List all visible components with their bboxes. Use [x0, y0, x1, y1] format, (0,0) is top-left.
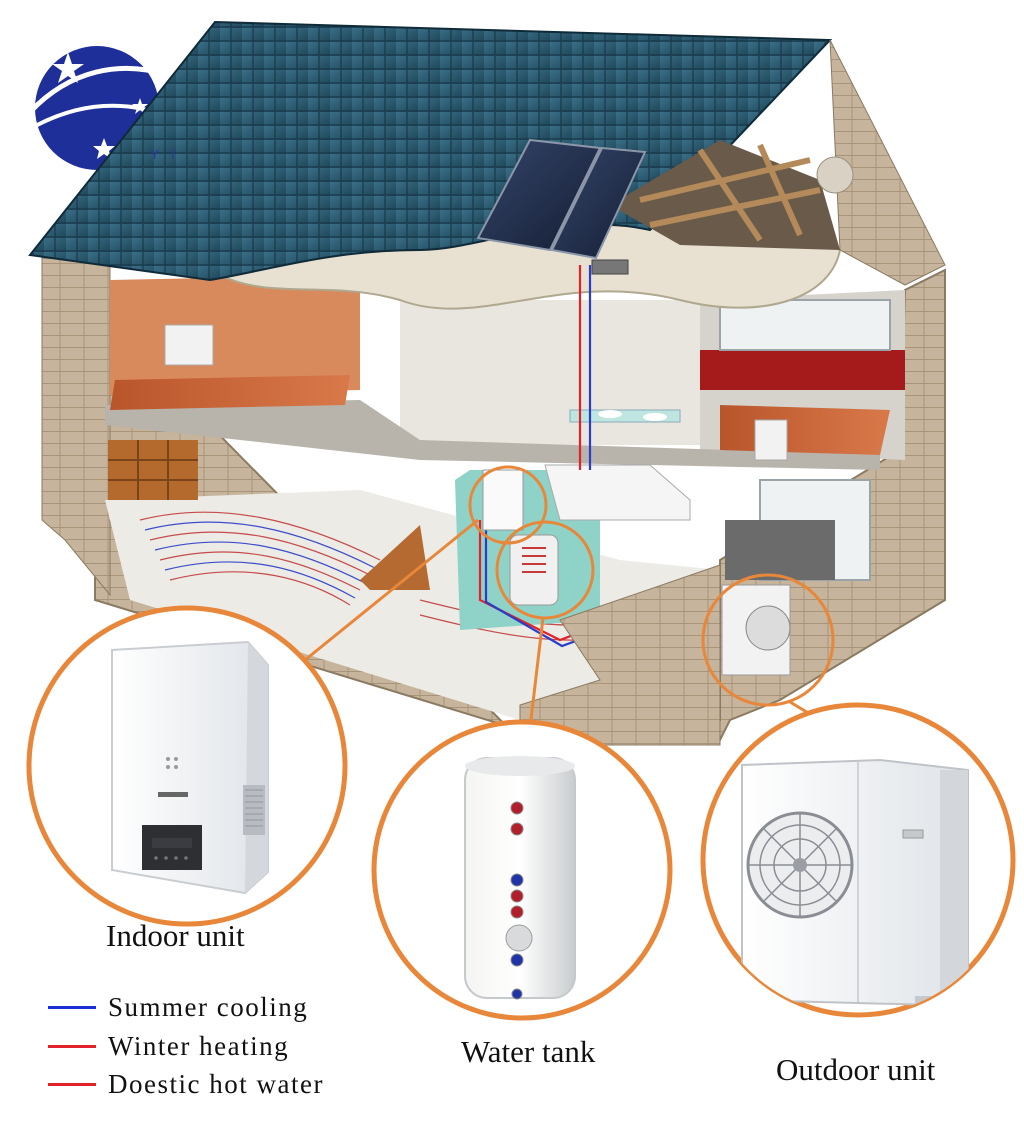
outdoor-unit-label: Outdoor unit — [776, 1052, 936, 1087]
water-tank-label: Water tank — [461, 1034, 596, 1069]
legend-label: Winter heating — [108, 1030, 290, 1061]
outdoor-unit-icon — [741, 758, 969, 1008]
indoor-unit-callout — [26, 605, 348, 927]
logo-text: Y I — [150, 146, 179, 162]
legend-item-hot-water: Doestic hot water — [48, 1069, 324, 1099]
legend-swatch — [48, 1005, 96, 1009]
outdoor-unit-callout — [700, 702, 1016, 1018]
indoor-unit-icon — [111, 640, 269, 895]
legend-item-winter-heating: Winter heating — [48, 1031, 289, 1061]
legend-swatch — [48, 1044, 96, 1048]
callout-rings — [304, 465, 835, 729]
fan-icon — [746, 811, 854, 919]
indoor-unit-label: Indoor unit — [106, 918, 245, 953]
legend-swatch — [48, 1082, 96, 1086]
legend-item-summer-cooling: Summer cooling — [48, 992, 308, 1022]
solar-panel-icon — [476, 138, 647, 275]
legend-label: Doestic hot water — [108, 1068, 324, 1099]
legend-label: Summer cooling — [108, 991, 309, 1022]
house-cutaway — [28, 20, 946, 746]
water-tank-icon — [464, 756, 576, 1000]
water-tank-callout — [371, 719, 673, 1021]
